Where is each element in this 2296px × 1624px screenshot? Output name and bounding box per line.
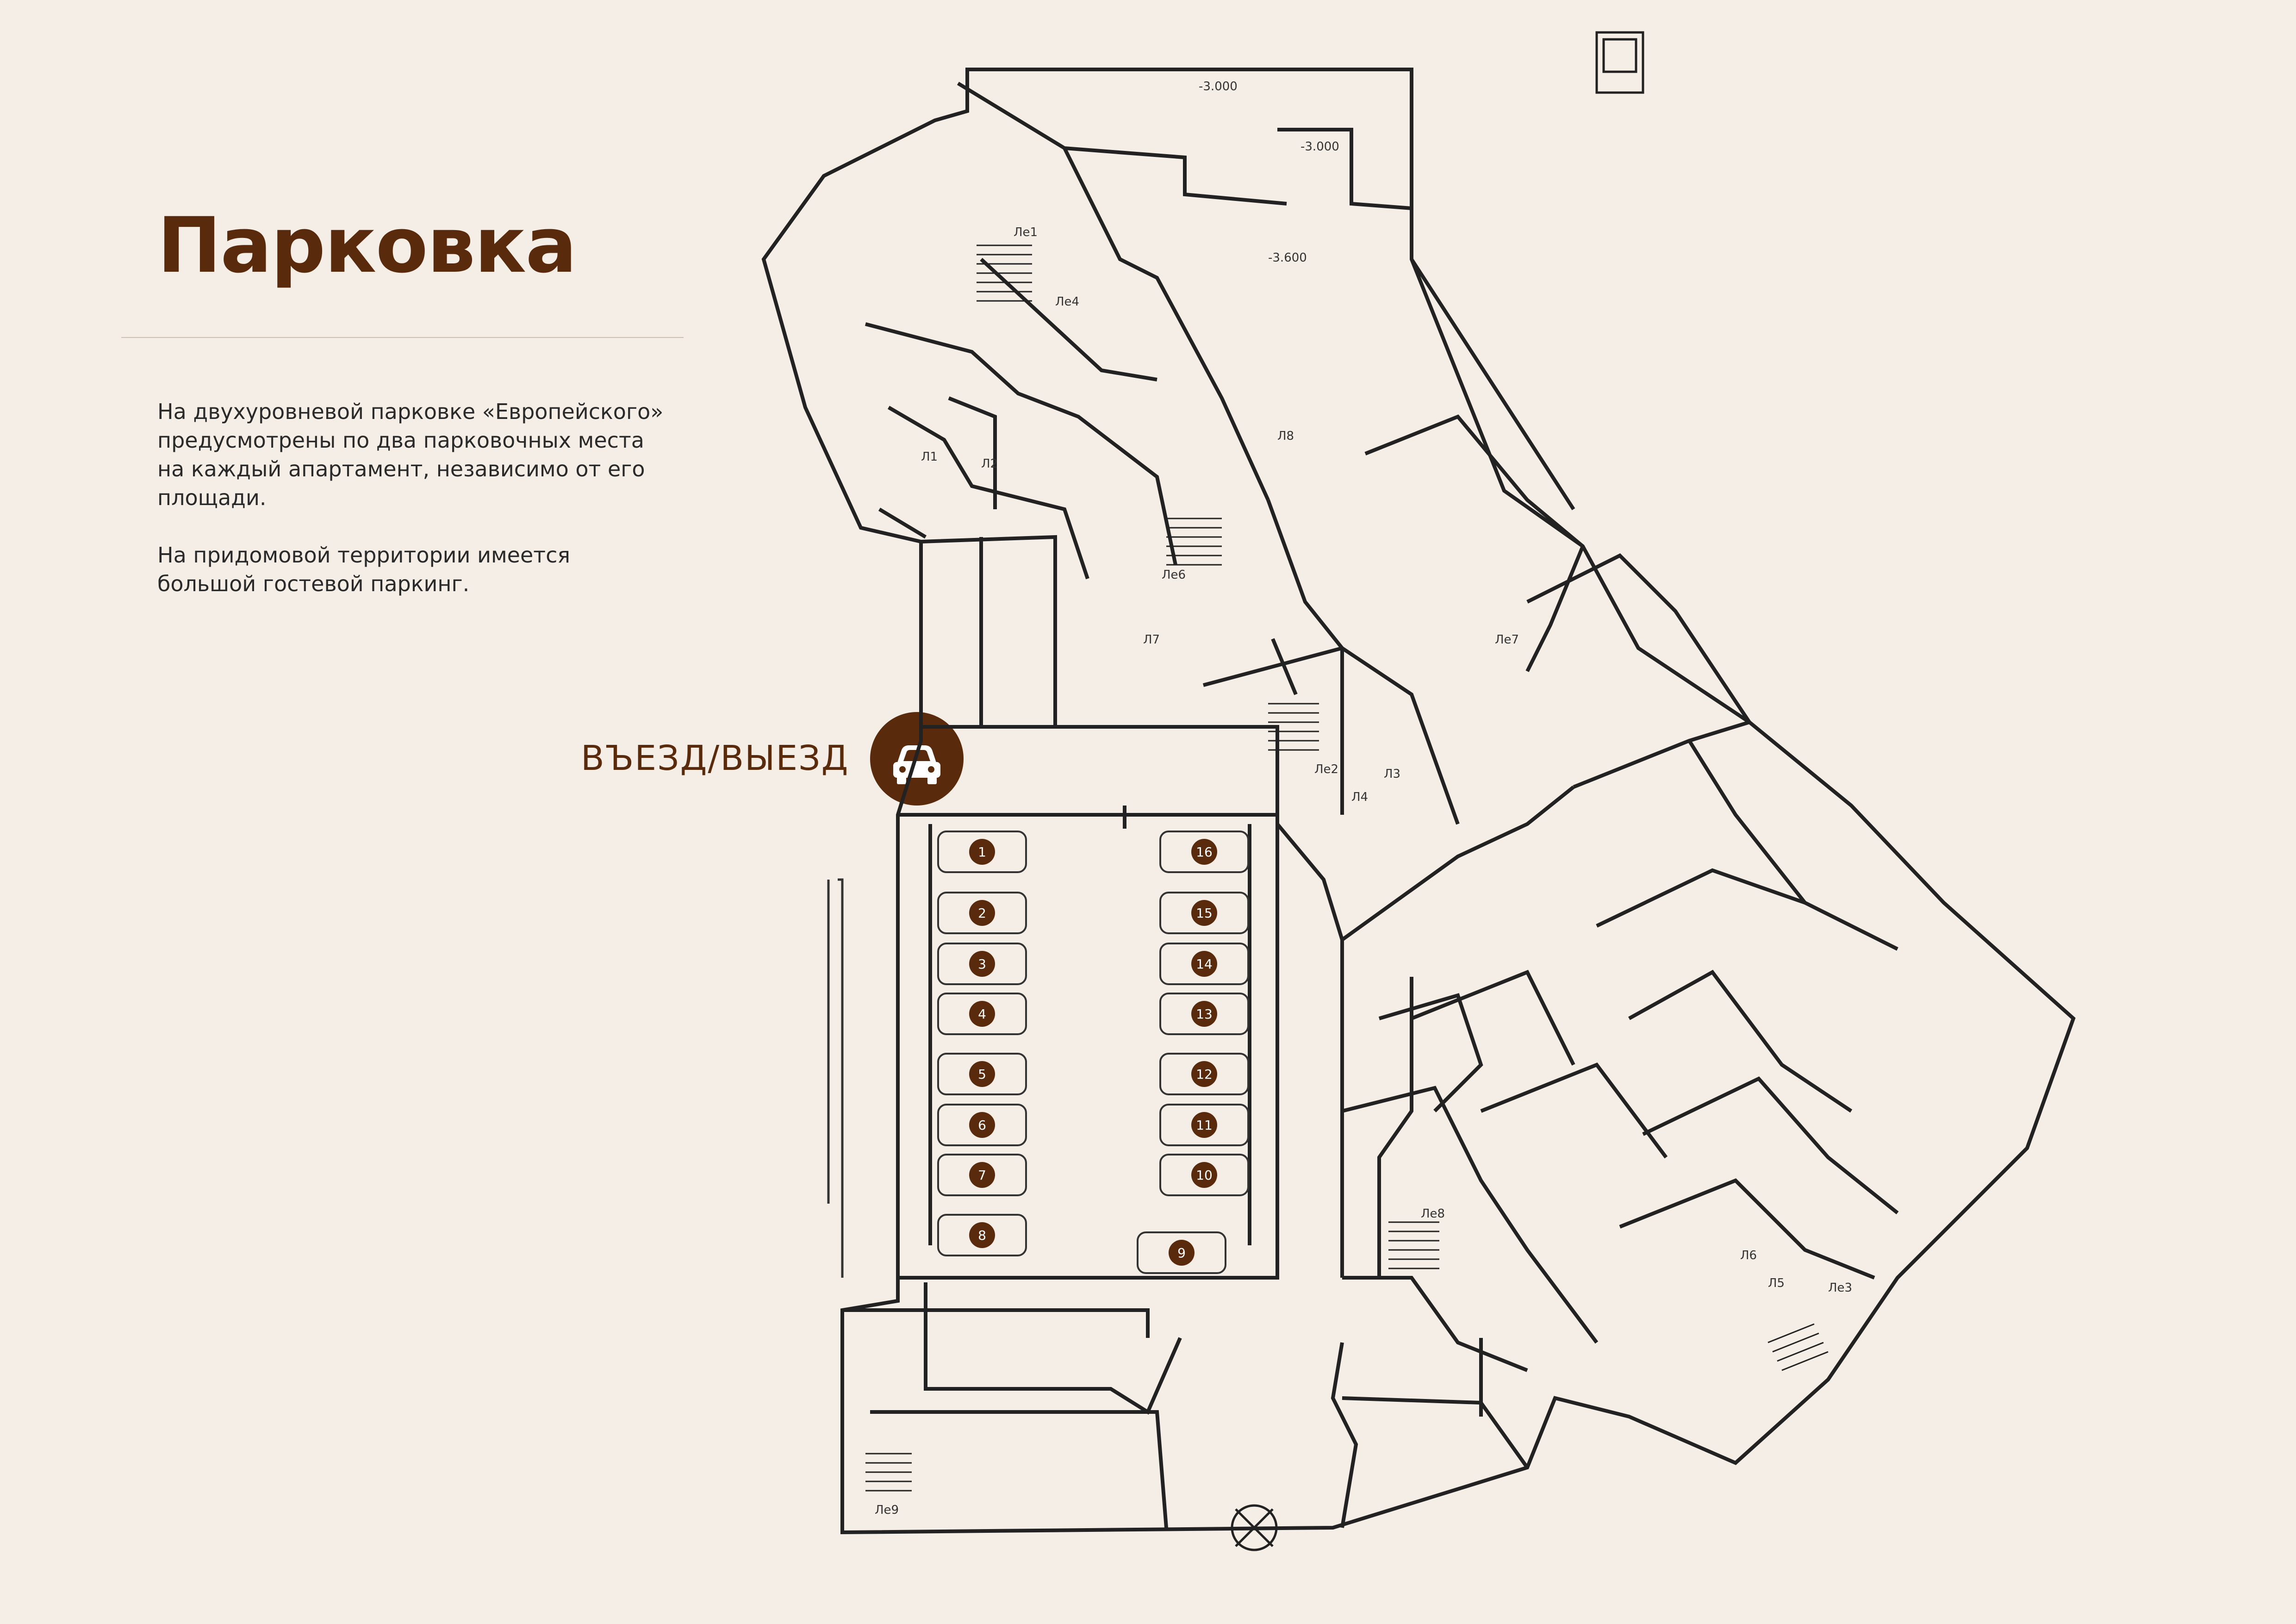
parking-stall xyxy=(937,831,1027,873)
parking-stall xyxy=(1159,831,1249,873)
parking-spot-marker xyxy=(1191,900,1217,926)
description-paragraph-1: На двухуровневой парковке «Европейского»… xyxy=(157,399,664,510)
parking-spot-number: 13 xyxy=(1196,1006,1213,1022)
parking-spot-number: 11 xyxy=(1196,1118,1213,1133)
parking-spot-marker xyxy=(1191,1162,1217,1188)
parking-stall xyxy=(937,1154,1027,1196)
plan-label-l7: Л7 xyxy=(1143,633,1160,647)
parking-spot-marker xyxy=(969,1061,995,1087)
parking-spot-marker xyxy=(1169,1240,1195,1266)
parking-spot-number: 2 xyxy=(978,906,986,921)
parking-spot-number: 7 xyxy=(978,1168,986,1183)
parking-stall xyxy=(1137,1231,1226,1274)
parking-spot-number: 14 xyxy=(1196,956,1213,972)
parking-stall xyxy=(1159,1104,1249,1146)
parking-spot-marker xyxy=(969,1001,995,1027)
parking-stall xyxy=(1159,993,1249,1035)
plan-label-le7: Ле7 xyxy=(1495,633,1519,647)
description-paragraph-2: На придомовой территории имеется большой… xyxy=(157,543,571,596)
plan-level-2: -3.000 xyxy=(1300,140,1339,154)
parking-stall xyxy=(1159,943,1249,985)
parking-spot-number: 9 xyxy=(1177,1245,1186,1261)
plan-label-le8: Ле8 xyxy=(1421,1207,1445,1221)
parking-spot-number: 16 xyxy=(1196,844,1213,860)
parking-spot-marker xyxy=(1191,951,1217,977)
parking-stall xyxy=(937,1104,1027,1146)
parking-spot-number: 3 xyxy=(978,956,986,972)
parking-stall xyxy=(937,993,1027,1035)
plan-label-l5: Л5 xyxy=(1768,1276,1785,1290)
parking-spot-number: 12 xyxy=(1196,1067,1213,1082)
parking-spot-number: 15 xyxy=(1196,906,1213,921)
parking-spot-marker xyxy=(1191,1001,1217,1027)
parking-stall xyxy=(937,1214,1027,1256)
parking-spot-number: 1 xyxy=(978,844,986,860)
description: На двухуровневой парковке «Европейского»… xyxy=(157,397,713,627)
parking-spot-number: 10 xyxy=(1196,1168,1213,1183)
title-divider xyxy=(121,337,684,338)
parking-stall xyxy=(937,943,1027,985)
parking-stall xyxy=(1159,1154,1249,1196)
entry-exit-label: ВЪЕЗД/ВЫЕЗД xyxy=(581,738,849,778)
building-outline xyxy=(761,68,2076,1535)
parking-spot-marker xyxy=(969,1222,995,1248)
parking-stall xyxy=(937,892,1027,934)
parking-spot-marker xyxy=(969,951,995,977)
parking-spot-marker xyxy=(1191,839,1217,865)
parking-spot-marker xyxy=(969,900,995,926)
plan-label-l4: Л4 xyxy=(1351,790,1368,804)
plan-label-l3: Л3 xyxy=(1384,767,1400,781)
parking-spot-marker xyxy=(1191,1061,1217,1087)
parking-spot-number: 4 xyxy=(978,1006,986,1022)
plan-label-l6: Л6 xyxy=(1740,1249,1757,1262)
parking-stall xyxy=(937,1053,1027,1095)
plan-label-le9: Ле9 xyxy=(875,1503,899,1517)
plan-level-1: -3.000 xyxy=(1199,80,1238,94)
compass-icon xyxy=(1231,1504,1278,1551)
plan-label-le3: Ле3 xyxy=(1828,1281,1852,1295)
plan-label-le6: Ле6 xyxy=(1162,568,1186,582)
page-title: Парковка xyxy=(157,201,577,290)
parking-spot-number: 6 xyxy=(978,1118,986,1133)
parking-stall xyxy=(1159,1053,1249,1095)
plan-level-3: -3.600 xyxy=(1268,251,1307,265)
parking-stall xyxy=(1159,892,1249,934)
plan-label-l2: Л2 xyxy=(981,457,998,471)
plan-label-l1: Л1 xyxy=(921,450,938,464)
parking-spot-number: 8 xyxy=(978,1228,986,1243)
parking-spot-number: 5 xyxy=(978,1067,986,1082)
parking-spot-marker xyxy=(1191,1112,1217,1138)
parking-spot-marker xyxy=(969,1162,995,1188)
plan-label-le1: Ле1 xyxy=(1014,225,1038,239)
parking-spot-marker xyxy=(969,1112,995,1138)
plan-label-le2: Ле2 xyxy=(1314,762,1338,776)
plan-label-le4: Ле4 xyxy=(1055,295,1079,309)
plan-label-l8: Л8 xyxy=(1277,429,1294,443)
parking-spot-marker xyxy=(969,839,995,865)
